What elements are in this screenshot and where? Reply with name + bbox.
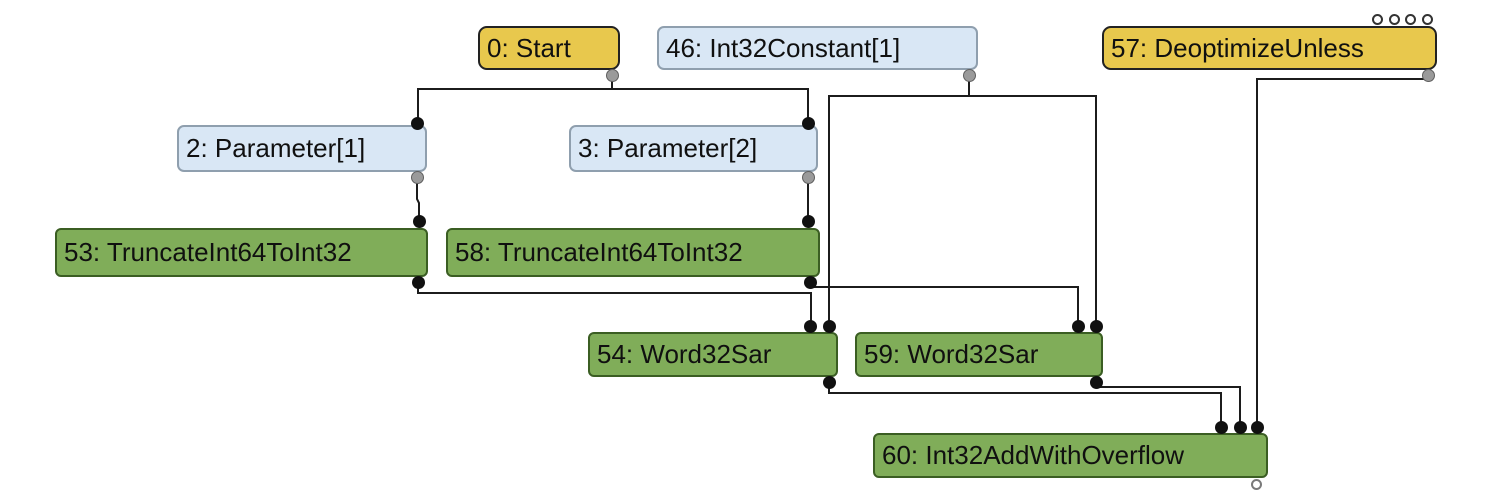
port-input3-60[interactable] <box>1250 420 1264 434</box>
port-input-2[interactable] <box>410 116 424 130</box>
edge-54-60 <box>828 382 1222 427</box>
port-hidden-in1-57[interactable] <box>1371 13 1383 25</box>
port-input1-60[interactable] <box>1214 420 1228 434</box>
port-input-3[interactable] <box>801 116 815 130</box>
node-59-word32sar[interactable]: 59: Word32Sar <box>855 332 1103 377</box>
port-output-2[interactable] <box>410 170 424 184</box>
port-output-58[interactable] <box>803 275 817 289</box>
port-output-54[interactable] <box>822 375 836 389</box>
port-hidden-in4-57[interactable] <box>1421 13 1433 25</box>
port-input1-59[interactable] <box>1071 319 1085 333</box>
node-0-start[interactable]: 0: Start <box>478 26 620 70</box>
port-input-53[interactable] <box>412 214 426 228</box>
port-input2-54[interactable] <box>822 319 836 333</box>
node-label: 2: Parameter[1] <box>186 133 366 163</box>
node-label: 54: Word32Sar <box>597 339 772 369</box>
edge-58-59 <box>809 282 1079 326</box>
edge-59-60 <box>1095 382 1241 427</box>
node-53-truncateint64toint32[interactable]: 53: TruncateInt64ToInt32 <box>55 228 428 277</box>
edge-0-2 <box>417 75 613 123</box>
node-60-int32addwithoverflow[interactable]: 60: Int32AddWithOverflow <box>873 433 1268 478</box>
port-input2-60[interactable] <box>1233 420 1247 434</box>
node-label: 46: Int32Constant[1] <box>666 32 901 63</box>
edge-57-60 <box>1256 75 1429 427</box>
node-3-parameter[interactable]: 3: Parameter[2] <box>569 125 818 172</box>
port-output-53[interactable] <box>411 275 425 289</box>
edge-53-54 <box>417 282 812 326</box>
node-label: 58: TruncateInt64ToInt32 <box>455 237 743 267</box>
node-54-word32sar[interactable]: 54: Word32Sar <box>588 332 838 377</box>
edge-0-3 <box>611 75 809 123</box>
port-output-57[interactable] <box>1421 68 1435 82</box>
port-output-60[interactable] <box>1250 478 1262 490</box>
node-57-deoptimizeunless[interactable]: 57: DeoptimizeUnless <box>1102 26 1437 70</box>
node-label: 0: Start <box>487 32 571 63</box>
node-label: 3: Parameter[2] <box>578 133 758 163</box>
node-label: 60: Int32AddWithOverflow <box>882 440 1185 470</box>
node-label: 59: Word32Sar <box>864 339 1039 369</box>
node-label: 57: DeoptimizeUnless <box>1111 32 1364 63</box>
port-input1-54[interactable] <box>803 319 817 333</box>
port-hidden-in3-57[interactable] <box>1404 13 1416 25</box>
edge-46-59 <box>968 75 1097 326</box>
node-2-parameter[interactable]: 2: Parameter[1] <box>177 125 427 172</box>
edge-46-54 <box>828 75 970 326</box>
port-input-58[interactable] <box>801 214 815 228</box>
node-58-truncateint64toint32[interactable]: 58: TruncateInt64ToInt32 <box>446 228 820 277</box>
port-output-59[interactable] <box>1089 375 1103 389</box>
node-label: 53: TruncateInt64ToInt32 <box>64 237 352 267</box>
port-output-0[interactable] <box>605 68 619 82</box>
port-input2-59[interactable] <box>1089 319 1103 333</box>
node-46-int32constant[interactable]: 46: Int32Constant[1] <box>657 26 978 70</box>
edge-2-53 <box>416 177 420 221</box>
port-hidden-in2-57[interactable] <box>1388 13 1400 25</box>
port-output-46[interactable] <box>962 68 976 82</box>
port-output-3[interactable] <box>801 170 815 184</box>
